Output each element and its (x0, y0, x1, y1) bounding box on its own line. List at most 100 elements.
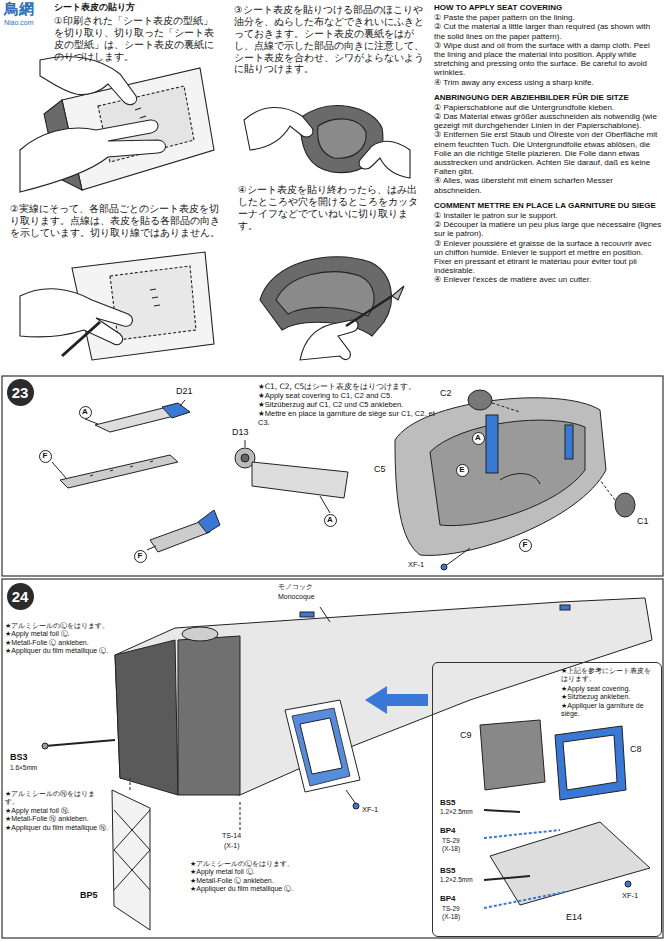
step-note: ★Metall-Folie Ⓝ ankleben. (5, 815, 109, 823)
text-group: シート表皮の貼り方 (54, 2, 214, 12)
text-group: E14 (566, 912, 582, 922)
instruction-text: ① Installer le patron sur le support. (434, 211, 662, 220)
instruction-text: HOW TO APPLY SEAT COVERING (434, 3, 662, 12)
text-group: (X-1) (224, 842, 240, 850)
node-label: F (43, 452, 48, 460)
step-number: 24 (7, 583, 34, 610)
text-group: (X-18) (442, 845, 460, 852)
part-number: D13 (232, 427, 249, 437)
text-group: TS-14 (222, 832, 241, 840)
text-group: 1.2×2.5mm (440, 808, 473, 815)
text-group: ②実線にそって、各部品ごとのシート表皮を切り取ります。点線は、表皮を貼る各部品の… (10, 203, 220, 239)
text-group: Niao.com (4, 19, 50, 27)
instruction-text: ③ Wipe dust and oil from the surface wit… (434, 41, 662, 78)
text-group: C8 (630, 744, 642, 754)
text-group: 鳥網 (4, 1, 50, 18)
instruction-text: ④ Alles, was übersteht mit einem scharfe… (434, 176, 662, 194)
text-group: BP4 (440, 826, 456, 835)
instruction-text: ①印刷された「シート表皮の型紙」を切り取り、切り取った「シート表皮の型紙」は、シ… (54, 15, 219, 63)
callout-circle: F (39, 450, 52, 463)
step-frame (2, 579, 663, 938)
instruction-text: ① Paste the paper pattern on the lining. (434, 13, 662, 22)
node-label: 24 (12, 589, 29, 604)
instruction-text: ③シート表皮を貼りつける部品のほこりや油分を、ぬらした布などできれいにふきとって… (234, 4, 426, 75)
text-group: ★アルミシールのⓁをはります。★Apply metal foil Ⓛ.★Meta… (190, 860, 350, 894)
instruction-text: ANBRINGUNG DER ABZIEHBILDER FÜR DIE SITZ… (434, 93, 662, 102)
instruction-text: ②実線にそって、各部品ごとのシート表皮を切り取ります。点線は、表皮を貼る各部品の… (10, 203, 220, 239)
step-note: ★Apply metal foil Ⓛ. (190, 868, 350, 876)
watermark: Niao.com (4, 19, 50, 27)
note-text: ★Apply seat covering. (561, 685, 657, 693)
text-group: BP4 (440, 894, 456, 903)
text-group: ④シート表皮を貼り終わったら、はみ出したところや穴を開けるところをカッターナイフ… (238, 184, 426, 232)
node-label: F (523, 541, 528, 549)
part-number: D21 (176, 386, 193, 396)
text-group: C1 (637, 516, 649, 526)
instruction-text: ④ Enlever l'excès de matière avec un cut… (434, 275, 662, 284)
part-number: BP5 (80, 890, 98, 900)
step-note: ★Metall-Folie Ⓛ ankleben. (5, 639, 113, 647)
text-group: D13 (232, 427, 249, 437)
node-label: E (459, 466, 464, 474)
step-note: ★Appliquer du film métallique Ⓛ. (5, 647, 113, 655)
text-group: XF-1 (408, 561, 424, 570)
text-group: ★C1, C2, C5はシート表皮をはりつけます。★Apply seat cov… (258, 382, 448, 427)
paint-code: TS-29 (442, 837, 460, 844)
text-group: C2 (440, 388, 452, 398)
callout-circle: A (324, 514, 337, 527)
step-note: ★C1, C2, C5はシート表皮をはりつけます。 (258, 382, 448, 391)
step-note: ★Sitzüberzug auf C1, C2 und C5 ankleben. (258, 400, 448, 409)
note-text: ★Appliquer la garniture de siège. (561, 702, 657, 719)
dimension: 1.2×2.5mm (440, 876, 473, 883)
step-note: ★Apply metal foil Ⓝ. (5, 807, 109, 815)
dimension: 1.2×2.5mm (440, 808, 473, 815)
text-group: (X-18) (442, 913, 460, 920)
section-heading: シート表皮の貼り方 (54, 2, 214, 12)
paint-code: XF-1 (362, 806, 378, 815)
hand-applying-figure (244, 106, 410, 178)
text-group: モノコック (278, 583, 313, 591)
part-name: Monocoque (278, 593, 315, 601)
paint-code: TS-14 (222, 832, 241, 840)
node-label: A (82, 408, 88, 416)
text-group: TS-29 (442, 905, 460, 912)
text-group: ANBRINGUNG DER ABZIEHBILDER FÜR DIE SITZ… (434, 93, 662, 195)
screw-number: BS5 (440, 866, 456, 875)
screw-number: BS5 (440, 798, 456, 807)
instruction-text: ② Découper la matière un peu plus large … (434, 220, 662, 238)
node-label: A (327, 516, 333, 524)
step-note: ★アルミシールのⓁをはります。 (190, 860, 350, 868)
part-number: BP4 (440, 894, 456, 903)
text-group: C9 (460, 730, 472, 740)
instruction-text: COMMENT METTRE EN PLACE LA GARNITURE DU … (434, 201, 662, 210)
paint-code: (X-18) (442, 845, 460, 852)
text-group: ③シート表皮を貼りつける部品のほこりや油分を、ぬらした布などできれいにふきとって… (234, 4, 426, 75)
text-group: COMMENT METTRE EN PLACE LA GARNITURE DU … (434, 201, 662, 285)
part-number: C9 (460, 730, 472, 740)
text-group: XF-1 (622, 892, 638, 901)
text-group: TS-29 (442, 837, 460, 844)
hand-trimming-figure (260, 257, 404, 360)
hand-pattern-figure (20, 56, 214, 192)
part-number: E14 (566, 912, 582, 922)
paint-code: XF-1 (408, 561, 424, 570)
paint-code: (X-1) (224, 842, 240, 850)
step-frame (2, 376, 663, 576)
note-text: ★Sitzbezug ankleben. (561, 693, 657, 701)
part-name: モノコック (278, 583, 313, 591)
callout-circle: A (79, 406, 92, 419)
step-note: ★Apply metal foil Ⓛ. (5, 630, 113, 638)
instruction-text: ② Cut the material a little larger than … (434, 22, 662, 40)
callout-circle: A (472, 432, 485, 445)
step-note: ★アルミシールのⓁをはります。 (5, 622, 113, 630)
instruction-text: ④ Trim away any excess using a sharp kni… (434, 78, 662, 87)
callout-circle: E (456, 464, 469, 477)
step-number: 23 (7, 379, 34, 406)
text-group: ★アルミシールのⓃをはります。★Apply metal foil Ⓝ.★Meta… (5, 790, 109, 832)
text-group: Monocoque (278, 593, 315, 601)
paint-code: (X-18) (442, 913, 460, 920)
step-note: ★Apply seat covering to C1, C2 and C5. (258, 391, 448, 400)
part-number: C1 (637, 516, 649, 526)
text-group: 1.6×5mm (10, 764, 37, 771)
